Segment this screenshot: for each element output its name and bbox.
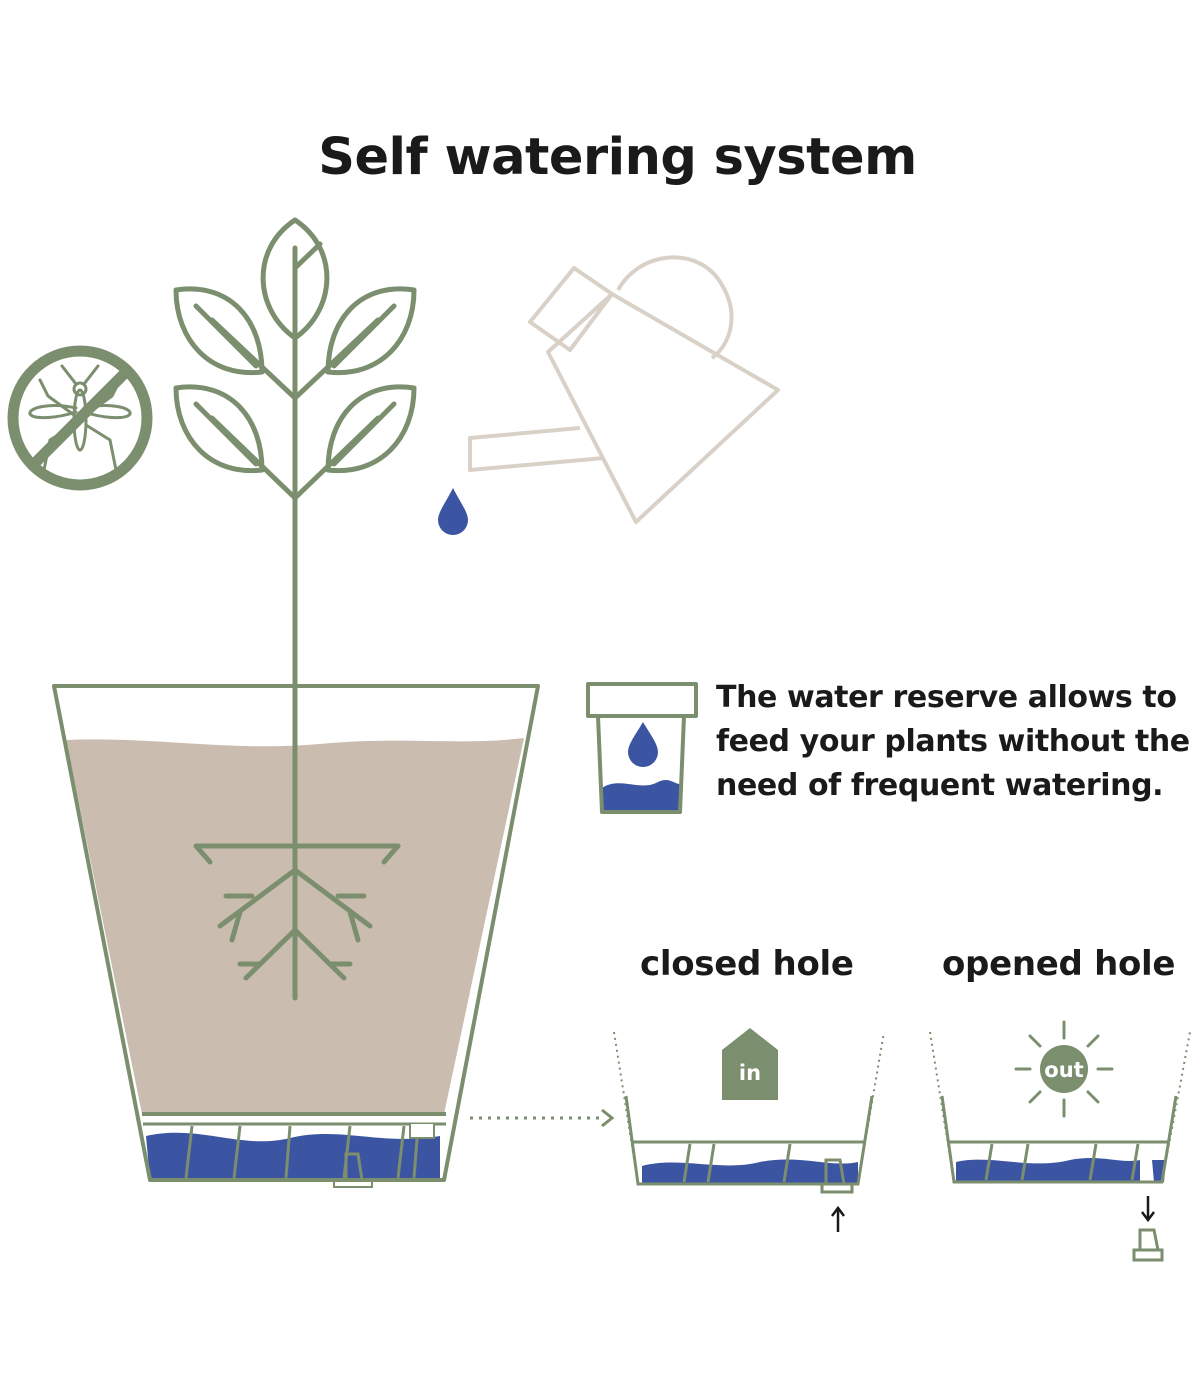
reserve-caption-line: The water reserve allows to [716,680,1177,715]
closed-hole-badge-text: in [739,1061,761,1085]
sun-icon [1014,1020,1114,1118]
house-icon [722,1028,778,1100]
watering-can-icon [468,255,780,524]
dotted-arrow [470,1108,615,1128]
opened-hole-label: opened hole [942,944,1176,984]
reserve-pot-icon [586,682,698,814]
closed-hole-label: closed hole [640,944,854,984]
reserve-caption-line: need of frequent watering. [716,768,1164,803]
reserve-caption: The water reserve allows to feed your pl… [716,676,1200,808]
opened-hole-badge-text: out [1044,1058,1083,1082]
closed-hole-diagram: in [613,1028,885,1232]
opened-hole-diagram: out [929,1020,1191,1262]
plant [173,217,417,1001]
reserve-caption-line: feed your plants without the [716,724,1190,759]
no-mosquito-icon [7,345,153,491]
page-title: Self watering system [318,128,917,187]
water-drop-icon [438,488,468,535]
